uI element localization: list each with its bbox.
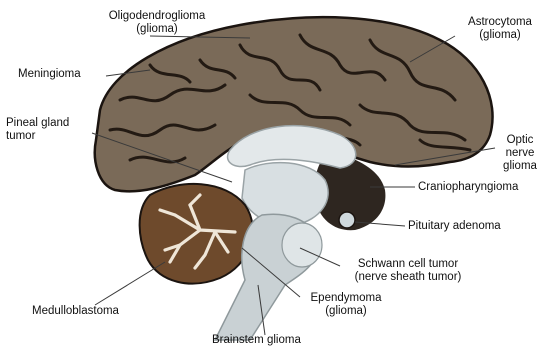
label-medulloblastoma: Medulloblastoma [32, 305, 119, 318]
label-optic-nerve-glioma: Optic nerve glioma [494, 134, 546, 173]
label-pituitary-adenoma: Pituitary adenoma [408, 220, 501, 233]
label-meningioma: Meningioma [18, 68, 81, 81]
label-astrocytoma: Astrocytoma (glioma) [455, 16, 545, 42]
pons [282, 223, 322, 267]
label-oligodendroglioma: Oligodendroglioma (glioma) [92, 10, 222, 36]
label-ependymoma: Ependymoma (glioma) [302, 292, 390, 318]
pituitary-gland [339, 212, 355, 228]
label-schwann-cell-tumor: Schwann cell tumor (nerve sheath tumor) [340, 258, 476, 284]
label-craniopharyngioma: Craniopharyngioma [418, 181, 518, 194]
label-brainstem-glioma: Brainstem glioma [212, 334, 301, 347]
label-pineal-gland-tumor: Pineal gland tumor [6, 117, 69, 143]
